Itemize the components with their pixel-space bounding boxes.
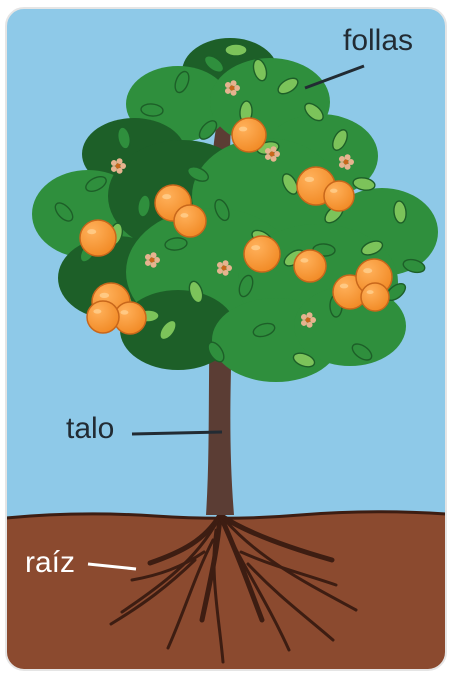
- flower-petal: [345, 154, 351, 160]
- orange-fruit-body: [87, 301, 119, 333]
- orange-fruit-highlight: [87, 229, 96, 234]
- orange-fruit-highlight: [120, 310, 128, 314]
- orange-fruit-highlight: [300, 258, 308, 262]
- flower-petal: [231, 80, 237, 86]
- flower-petal: [223, 270, 229, 276]
- flower-petal: [117, 168, 123, 174]
- orange-fruit-highlight: [363, 268, 372, 273]
- flower-center: [116, 164, 121, 169]
- soil-area: [6, 512, 446, 670]
- orange-fruit-highlight: [180, 213, 188, 217]
- orange-fruit-highlight: [340, 284, 349, 289]
- orange-fruit: [324, 181, 354, 211]
- flower-petal: [307, 312, 313, 318]
- flower-center: [230, 86, 235, 91]
- flower-petal: [151, 252, 157, 258]
- flower-center: [150, 258, 155, 263]
- orange-fruit-highlight: [367, 290, 374, 294]
- flower-center: [222, 266, 227, 271]
- root-label: raíz: [25, 548, 75, 578]
- orange-fruit-body: [361, 283, 389, 311]
- flower-center: [270, 152, 275, 157]
- orange-fruit: [361, 283, 389, 311]
- stem-leader-line: [132, 432, 222, 434]
- flower-petal: [345, 164, 351, 170]
- orange-fruit: [294, 250, 326, 282]
- orange-fruit: [87, 301, 119, 333]
- stem-label: talo: [66, 414, 114, 444]
- orange-fruit-highlight: [100, 293, 110, 298]
- orange-fruit: [174, 205, 206, 237]
- orange-fruit-body: [324, 181, 354, 211]
- orange-fruit-body: [80, 220, 116, 256]
- orange-fruit: [80, 220, 116, 256]
- flower-petal: [307, 322, 313, 328]
- flower-petal: [223, 260, 229, 266]
- orange-fruit-highlight: [251, 245, 260, 250]
- orange-fruit-highlight: [162, 194, 171, 199]
- orange-fruit-body: [232, 118, 266, 152]
- flower-petal: [117, 158, 123, 164]
- leaf: [225, 44, 247, 56]
- orange-fruit: [244, 236, 280, 272]
- orange-fruit: [232, 118, 266, 152]
- orange-fruit-highlight: [93, 309, 101, 313]
- orange-fruit-body: [244, 236, 280, 272]
- orange-fruit-highlight: [305, 177, 315, 182]
- orange-fruit-body: [174, 205, 206, 237]
- orange-fruit-highlight: [239, 127, 248, 132]
- flower-petal: [271, 146, 277, 152]
- foliage-label: follas: [343, 26, 413, 56]
- flower-petal: [151, 262, 157, 268]
- flower-petal: [231, 90, 237, 96]
- flower-petal: [271, 156, 277, 162]
- orange-fruit-highlight: [330, 189, 338, 193]
- flower-center: [344, 160, 349, 165]
- orange-fruit-body: [294, 250, 326, 282]
- flower-center: [306, 318, 311, 323]
